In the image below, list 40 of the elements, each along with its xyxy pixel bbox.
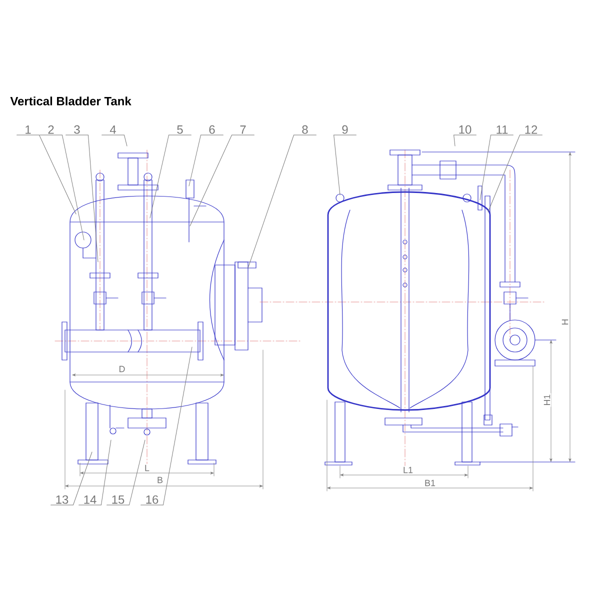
leader-line (50, 452, 92, 506)
dimension-label: H (560, 318, 570, 326)
leader-line (102, 134, 128, 146)
callout-number: 7 (240, 126, 246, 134)
callout-number: 5 (177, 125, 183, 134)
leader-line (140, 346, 192, 506)
leader-line (334, 134, 356, 196)
callout-number: 6 (209, 125, 215, 134)
callout-number: 16 (146, 495, 158, 504)
callout-number: 4 (110, 126, 116, 134)
leader-line (190, 134, 254, 226)
callout-number: 11 (496, 126, 508, 134)
dimension-label: L (144, 464, 150, 472)
callout-number: 2 (48, 125, 54, 134)
leader-line (106, 440, 146, 506)
dimension-label: B1 (424, 478, 436, 488)
leader-line (454, 134, 476, 146)
leader-line (66, 134, 98, 262)
callout-number: 8 (302, 125, 308, 134)
leader-line (40, 134, 84, 240)
leader-line (480, 134, 514, 200)
callout-number: 14 (84, 496, 96, 504)
leader-line (150, 134, 192, 218)
callout-number: 3 (74, 125, 80, 134)
dimension-label: L1 (402, 466, 414, 474)
callout-number: 9 (342, 125, 348, 134)
leader-line (488, 134, 542, 212)
callout-number: 10 (459, 125, 472, 134)
leader-line (16, 134, 76, 214)
callout-number: 15 (112, 495, 124, 504)
callout-number: 13 (56, 495, 68, 504)
callout-number: 1 (26, 126, 31, 134)
leader-line (78, 440, 112, 506)
leader-line (248, 134, 316, 268)
title: Vertical Bladder Tank (10, 96, 132, 106)
callout-number: 12 (525, 125, 538, 134)
dimension-label: B (156, 476, 164, 484)
leader-line (188, 134, 224, 186)
dimension-label: H1 (542, 393, 552, 407)
dimension-label: D (118, 364, 126, 374)
